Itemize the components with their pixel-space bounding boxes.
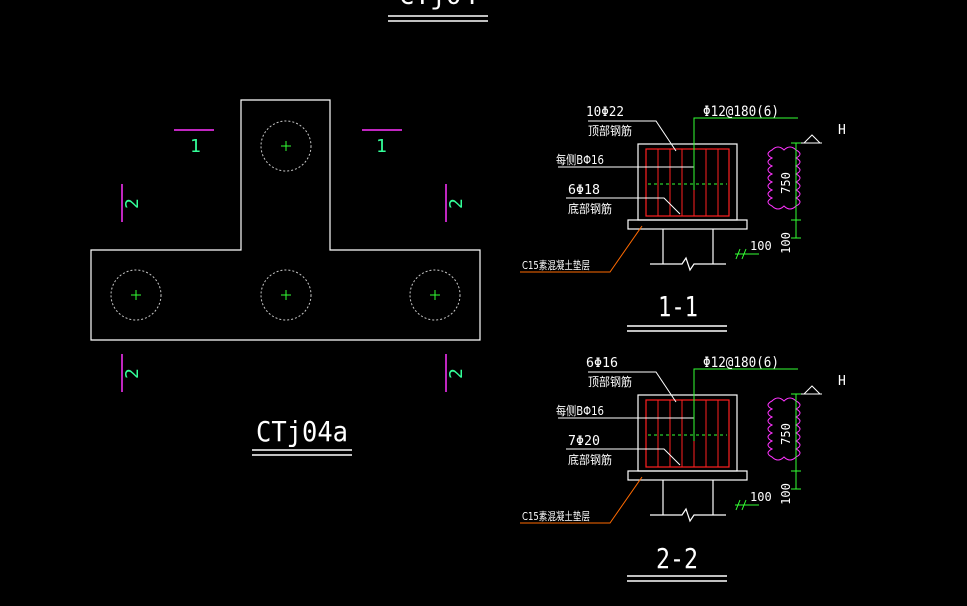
dim-height: 750 (779, 172, 793, 194)
stirrup-label: Φ12@180(6) (703, 355, 779, 371)
leader-bottom-bars (566, 448, 681, 466)
pile-stub (650, 480, 726, 523)
rebar-cage (645, 399, 730, 468)
section-mark-label: 1 (190, 136, 201, 157)
elevation-symbol (800, 134, 822, 144)
side-bars-label: 每侧BΦ16 (556, 152, 604, 167)
top-title: CTj04 (399, 0, 477, 11)
dim-offset: 100 (750, 239, 772, 253)
dimension-ticks (791, 393, 801, 490)
dim-offset: 100 (750, 490, 772, 504)
pile-circle (260, 269, 312, 321)
leader-top-bars (588, 371, 677, 403)
section-mark-1-left: 1 (174, 129, 214, 157)
pile-cap-outline (90, 99, 481, 341)
leader-bottom-bars (566, 197, 681, 215)
bottom-bars-cn-label: 底部钢筋 (568, 201, 612, 216)
leader-cushion (520, 225, 643, 273)
leader-stirrup (693, 368, 798, 441)
dimension-offset-line (735, 248, 759, 260)
cap-body (637, 143, 738, 221)
cushion (627, 470, 748, 481)
leader-stirrup (693, 117, 798, 190)
top-bars-cn-label: 顶部钢筋 (588, 374, 632, 389)
pile-top (260, 120, 312, 172)
leader-top-bars (588, 120, 677, 152)
section-mark-label: 1 (376, 136, 387, 157)
pile-center-mark (131, 290, 141, 300)
cap-body (637, 394, 738, 472)
pile-center-mark (281, 290, 291, 300)
pile-stub (650, 229, 726, 272)
stirrups (657, 149, 719, 216)
dim-cushion: 100 (779, 232, 793, 254)
dimension-offset-line (735, 499, 759, 511)
pile-center-mark (430, 290, 440, 300)
section-mark-label: 2 (446, 368, 467, 379)
section-detail-1: 10Φ22 顶部钢筋 Φ12@180(6) 每侧BΦ16 6Φ18 底部钢筋 C… (520, 104, 846, 332)
dimension-ticks (791, 142, 801, 239)
section-mark-1-right: 1 (362, 129, 402, 157)
cushion-label: C15素混凝土垫层 (522, 258, 590, 272)
section-title: 1-1 (658, 290, 698, 323)
pile-right (409, 269, 461, 321)
pile-left (110, 269, 162, 321)
top-bars-cn-label: 顶部钢筋 (588, 123, 632, 138)
section-mark-label: 2 (122, 368, 143, 379)
stirrup-label: Φ12@180(6) (703, 104, 779, 120)
elevation-mark: H (838, 374, 846, 389)
section-mark-label: 2 (122, 198, 143, 209)
section-mark-label: 2 (446, 198, 467, 209)
bottom-bars-label: 7Φ20 (568, 434, 600, 449)
section-detail-2: 6Φ16 顶部钢筋 Φ12@180(6) 每侧BΦ16 7Φ20 底部钢筋 C1… (520, 355, 846, 582)
bottom-bars-label: 6Φ18 (568, 183, 600, 198)
top-bars-label: 10Φ22 (586, 105, 624, 120)
dim-cushion: 100 (779, 483, 793, 505)
side-bars-label: 每侧BΦ16 (556, 403, 604, 418)
section-mark-2-lower-right: 2 (445, 354, 467, 392)
plan-title: CTj04a (256, 415, 348, 448)
section-mark-2-upper-right: 2 (445, 184, 467, 222)
pile-circle (409, 269, 461, 321)
rebar-cage (645, 148, 730, 217)
section-mark-2-upper-left: 2 (121, 184, 143, 222)
section-title: 2-2 (656, 542, 698, 575)
dim-height: 750 (779, 423, 793, 445)
pile-center-mark (281, 141, 291, 151)
cushion-label: C15素混凝土垫层 (522, 509, 590, 523)
elevation-mark: H (838, 123, 846, 138)
bottom-bars-cn-label: 底部钢筋 (568, 452, 612, 467)
pile-circle (260, 120, 312, 172)
elevation-symbol (800, 385, 822, 395)
cushion (627, 219, 748, 230)
section-mark-2-lower-left: 2 (121, 354, 143, 392)
pile-cap-plan: 1 1 2 2 2 2 CTj04a (90, 99, 481, 456)
pile-circle (110, 269, 162, 321)
top-bars-label: 6Φ16 (586, 356, 618, 371)
pile-middle (260, 269, 312, 321)
stirrups (657, 400, 719, 467)
leader-cushion (520, 476, 643, 524)
